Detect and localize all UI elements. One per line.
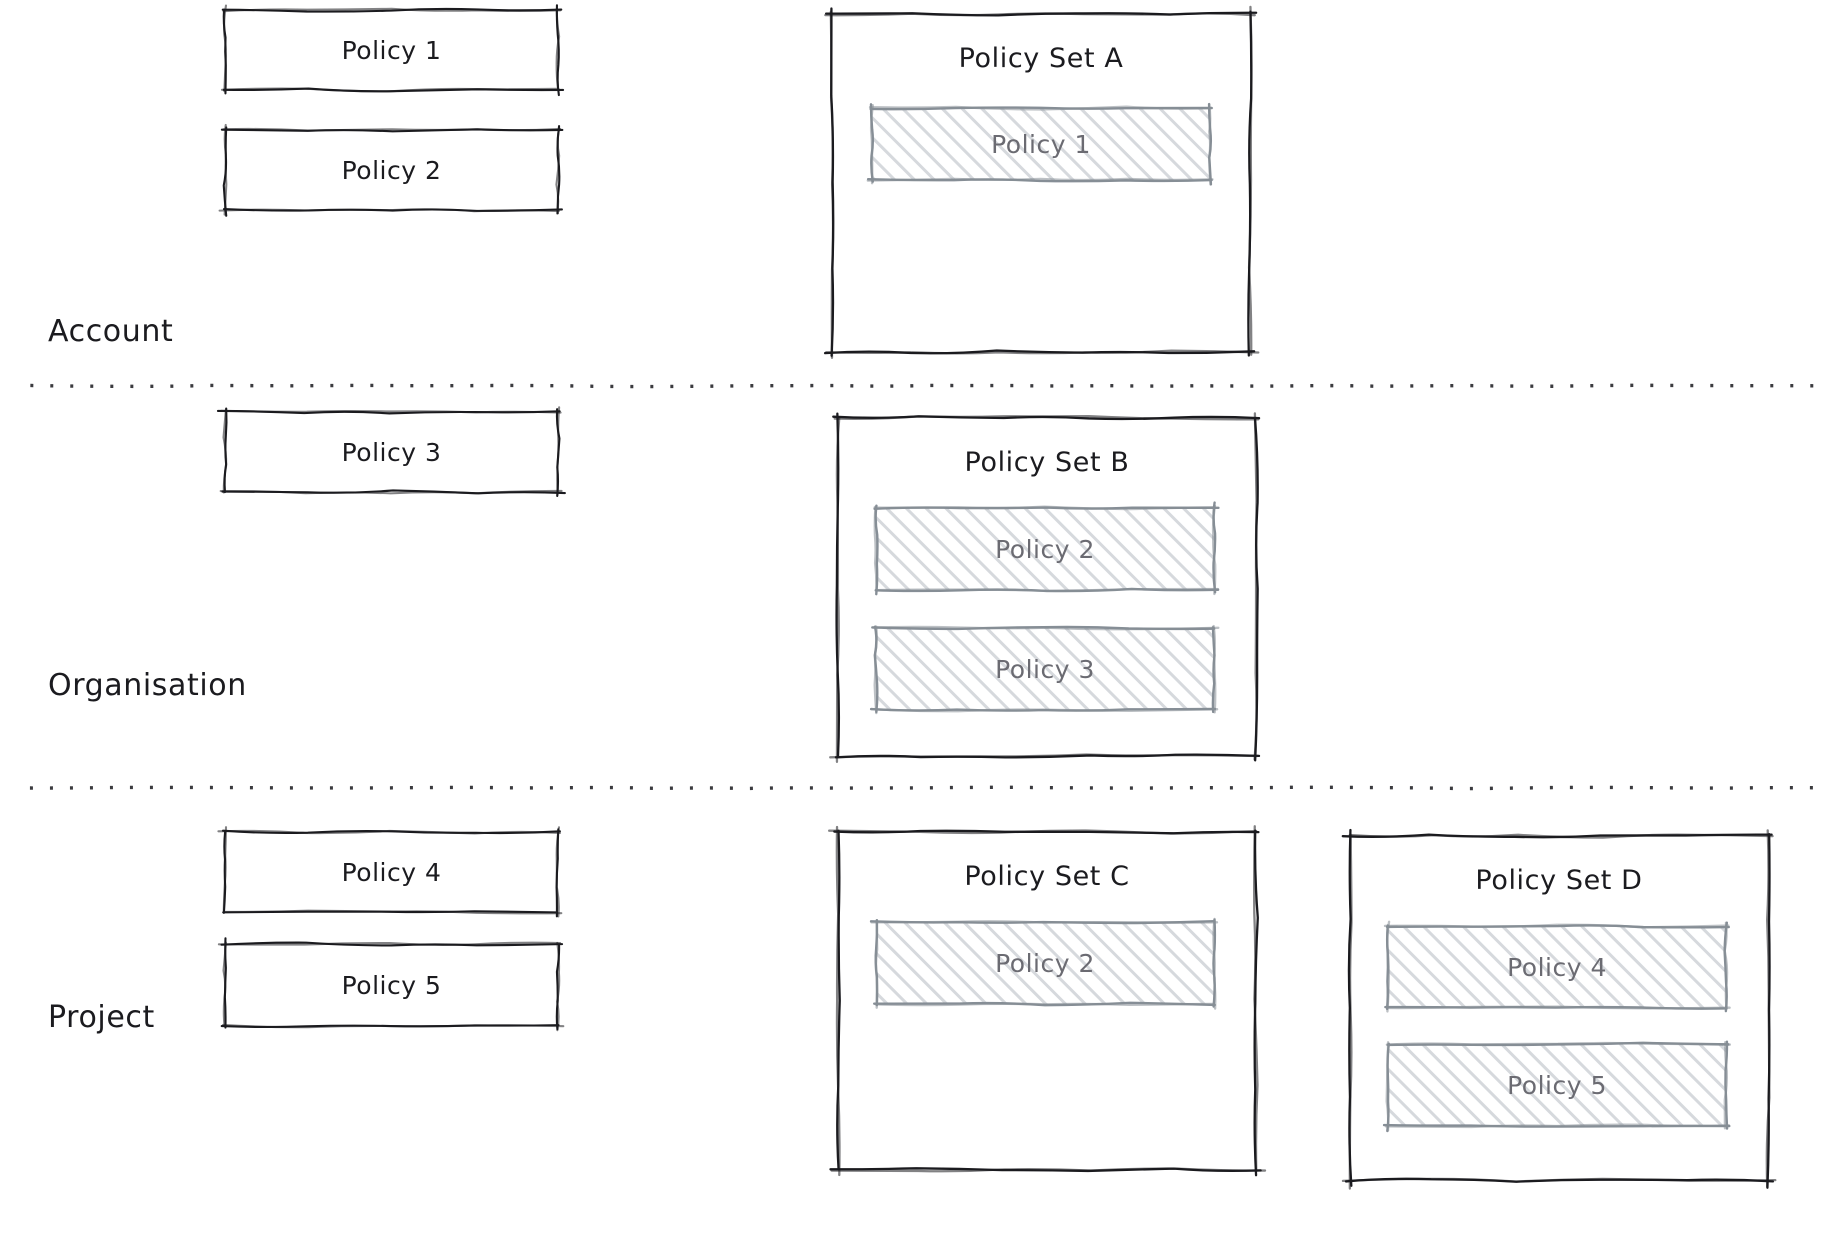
policy-set-member[interactable]	[876, 628, 1214, 710]
tier-separator	[30, 383, 1826, 389]
policy-set-container[interactable]	[1350, 836, 1768, 1180]
policy-box[interactable]	[225, 832, 558, 912]
policy-box[interactable]	[225, 412, 558, 492]
policy-set-member[interactable]	[876, 508, 1214, 590]
tier-separator	[29, 785, 1826, 791]
policy-box[interactable]	[225, 944, 558, 1026]
policy-box[interactable]	[225, 130, 558, 210]
policy-set-container[interactable]	[832, 14, 1250, 352]
tier-label-organisation: Organisation	[48, 668, 247, 703]
tier-label-account: Account	[48, 314, 174, 349]
policy-box[interactable]	[225, 10, 558, 90]
tier-label-project: Project	[48, 1000, 155, 1035]
policy-set-member[interactable]	[876, 922, 1214, 1004]
policy-set-member[interactable]	[872, 108, 1210, 180]
policy-set-member[interactable]	[1388, 1044, 1726, 1126]
policy-set-member[interactable]	[1388, 926, 1726, 1008]
